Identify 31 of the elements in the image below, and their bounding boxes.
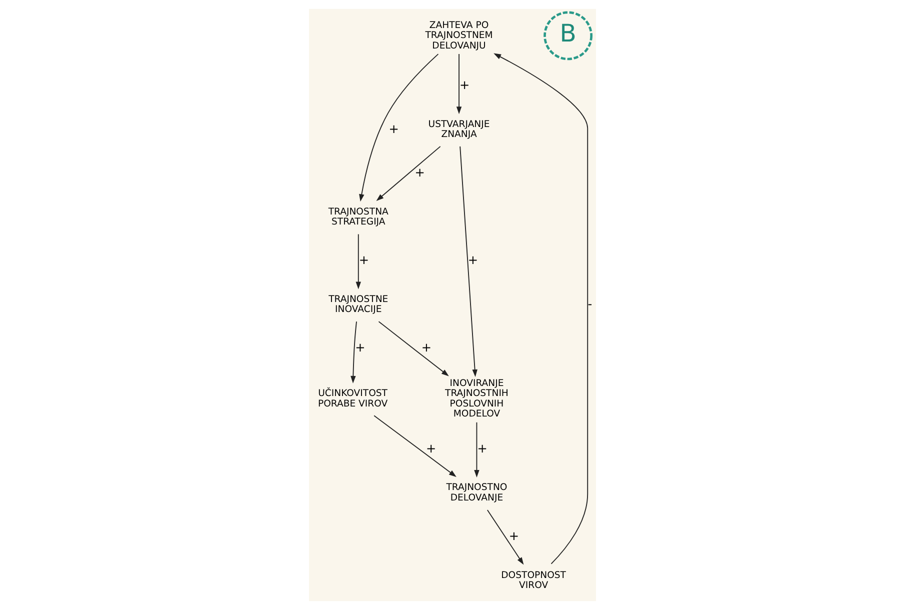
node-text: USTVARJANJE ZNANJA (428, 118, 490, 140)
arrow (494, 53, 588, 564)
edge-label: + (477, 441, 488, 456)
edge-label: + (355, 340, 366, 355)
arrow (486, 510, 524, 565)
arrow (356, 234, 361, 290)
arrow (376, 146, 441, 202)
edge-label: + (426, 441, 436, 456)
node-text: INOVIRANJE TRAJNOSTNIH POSLOVNIH MODELOV (445, 378, 508, 420)
node-text: DOSTOPNOST VIROV (501, 570, 566, 592)
node-text: TRAJNOSTNA STRATEGIJA (328, 206, 388, 228)
label: B (560, 20, 576, 48)
edge-label: + (414, 166, 425, 180)
node-text: ZAHTEVA PO TRAJNOSTNEM DELOVANJU (425, 20, 493, 52)
node-text: TRAJNOSTNE INOVACIJE (328, 294, 388, 316)
edge-label: + (508, 528, 520, 543)
node-text: TRAJNOSTNO DELOVANJE (446, 482, 508, 504)
node-text: UČINKOVITOST PORABE VIROV (318, 388, 388, 410)
arrow (359, 54, 439, 202)
edge-label: + (421, 340, 432, 355)
arrow (460, 146, 478, 377)
arrow (374, 415, 456, 477)
edge-label: - (588, 296, 592, 311)
arrow (350, 321, 357, 384)
arrow (456, 53, 462, 114)
arrow (474, 422, 480, 478)
edge-label: + (388, 122, 399, 136)
arrow (378, 321, 449, 376)
edge-label: + (468, 253, 478, 268)
edge-label: + (358, 253, 370, 268)
edge-label: + (460, 78, 470, 92)
